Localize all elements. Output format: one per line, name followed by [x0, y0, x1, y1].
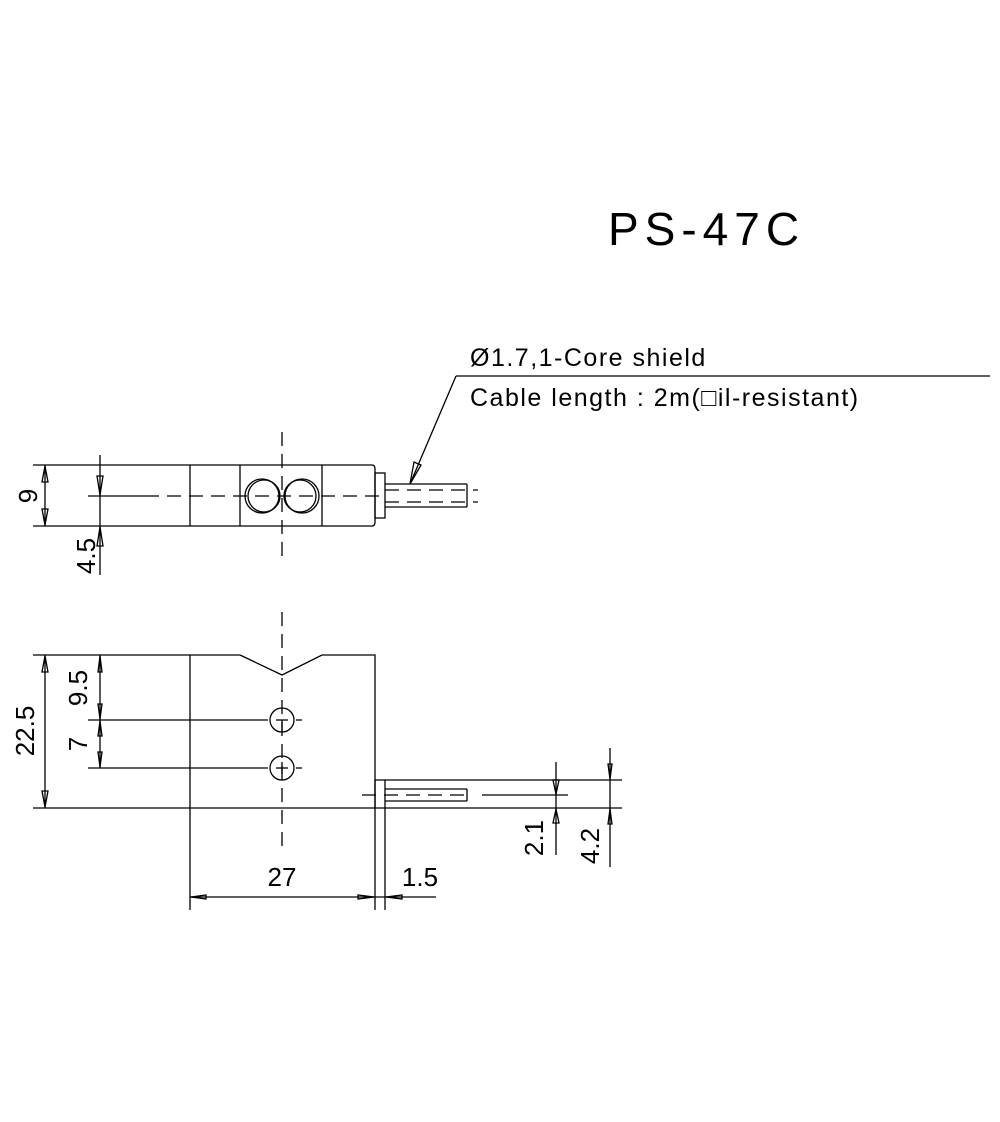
leader-arrow-icon — [409, 461, 422, 485]
dim-cable-dia-4-2: 4.2 — [575, 828, 605, 864]
model-title: PS-47C — [608, 203, 805, 255]
dim-width-27: 27 — [268, 862, 297, 892]
dim-pitch-7: 7 — [63, 737, 93, 751]
dim-height-9: 9 — [13, 489, 43, 503]
top-view — [33, 432, 478, 575]
dim-center-4-5: 4.5 — [71, 538, 101, 574]
front-view — [33, 612, 622, 910]
callout-cable-length: Cable length : 2m(□il-resistant) — [470, 384, 860, 412]
dim-cable-center-2-1: 2.1 — [519, 820, 549, 856]
callout-leader-diagonal — [409, 375, 457, 485]
dim-upper-9-5: 9.5 — [63, 670, 93, 706]
callout-cable-spec: Ø1.7,1-Core shield — [470, 344, 707, 372]
dim-height-22-5: 22.5 — [10, 706, 40, 757]
dim-offset-1-5: 1.5 — [402, 862, 438, 892]
